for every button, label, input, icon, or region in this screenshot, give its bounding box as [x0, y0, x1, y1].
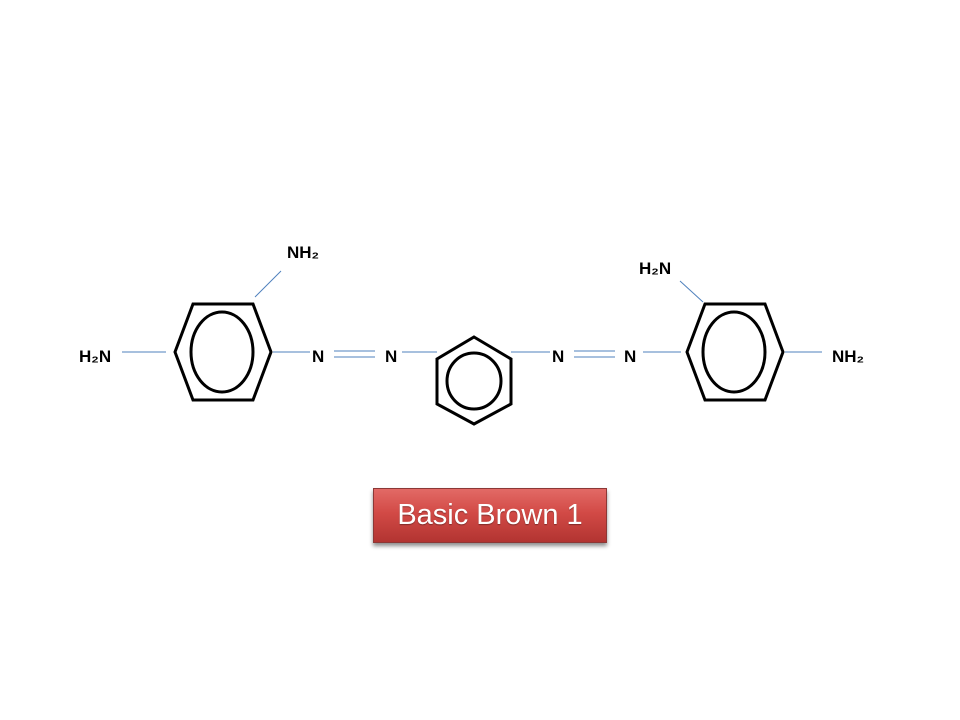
- compound-name-text: Basic Brown 1: [397, 499, 583, 531]
- compound-name-label: Basic Brown 1: [373, 488, 607, 543]
- bond-left-top-amine: [254, 270, 282, 298]
- bond-right-top-amine: [679, 280, 704, 303]
- right-benzene-ring: [685, 302, 785, 402]
- azo-double-bond-2: [574, 350, 615, 358]
- azo-double-bond-1: [334, 350, 375, 358]
- atom-label-azo1-n2: N: [385, 347, 397, 366]
- atom-label-azo1-n1: N: [312, 347, 324, 366]
- atom-label-left-h2n: H₂N: [79, 347, 111, 366]
- center-benzene-ring: [435, 335, 513, 426]
- atom-label-azo2-n2: N: [624, 347, 636, 366]
- atom-label-right-nh2: NH₂: [832, 347, 864, 366]
- atom-label-right-top-h2n: H₂N: [639, 259, 671, 278]
- atom-label-azo2-n1: N: [552, 347, 564, 366]
- left-benzene-ring: [173, 302, 273, 402]
- atom-label-left-top-nh2: NH₂: [287, 243, 319, 262]
